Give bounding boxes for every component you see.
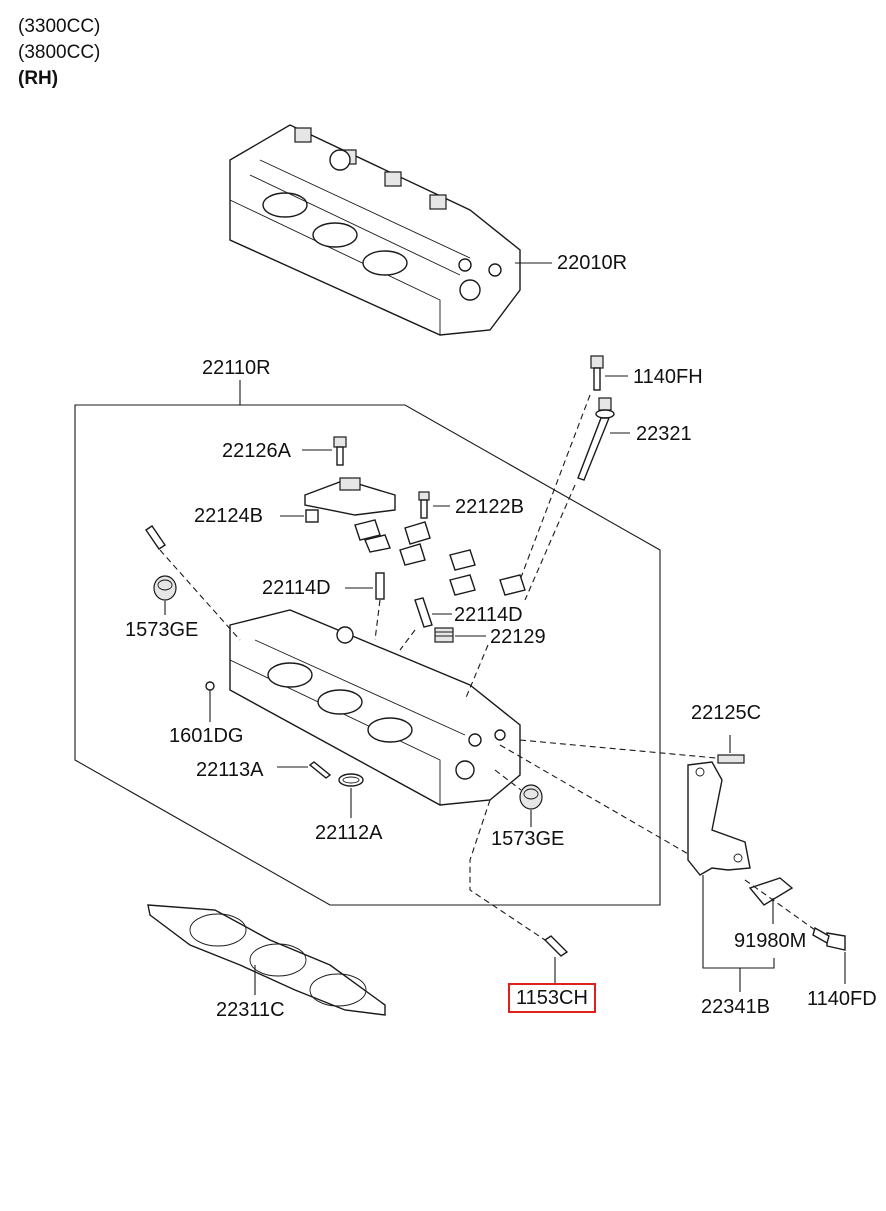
clip-91980m-drawing [748,877,794,906]
part-label-1573ge-right[interactable]: 1573GE [491,828,565,850]
cylinder-head-drawing [229,609,521,806]
valve-guide-a-drawing [375,572,385,600]
part-label-22124b[interactable]: 22124B [194,505,263,527]
stud-left-drawing [145,525,166,550]
engine-variant-3300cc: (3300CC) [18,16,101,37]
part-label-22122b[interactable]: 22122B [455,496,524,518]
cam-bracket-drawing [304,477,396,523]
part-label-22010r[interactable]: 22010R [557,252,628,274]
cam-caps-drawing [354,519,526,596]
ring-22112a-drawing [338,773,364,787]
part-label-22311c[interactable]: 22311C [216,999,285,1021]
bolt-22321-drawing [577,397,615,481]
cylinder-head-assembly-drawing [229,124,521,336]
pin-22113a-drawing [308,761,332,779]
part-label-1140fd[interactable]: 1140FD [807,988,877,1010]
engine-variant-3800cc: (3800CC) [18,42,101,63]
part-label-22321[interactable]: 22321 [636,423,692,445]
bolt-1140fh-drawing [590,355,604,391]
part-label-22129[interactable]: 22129 [490,626,546,648]
stud-1153ch-drawing [543,935,569,957]
part-label-22125c[interactable]: 22125C [691,702,762,724]
part-label-1601dg[interactable]: 1601DG [169,725,244,747]
stud-22125c-drawing [717,754,745,764]
part-label-1140fh[interactable]: 1140FH [633,366,703,388]
part-label-22126a[interactable]: 22126A [222,440,291,462]
part-label-22110r[interactable]: 22110R [202,357,271,379]
valve-guide-b-drawing [414,597,433,628]
part-label-91980m[interactable]: 91980M [734,930,807,952]
head-gasket-22311c-drawing [147,904,386,1016]
part-label-22113a[interactable]: 22113A [196,759,264,781]
part-label-22114d-lower[interactable]: 22114D [454,604,523,626]
bolt-22122b-drawing [418,491,430,519]
bracket-22341b-drawing [687,761,751,876]
plug-1573ge-right-drawing [519,784,543,810]
part-label-1573ge-left[interactable]: 1573GE [125,619,199,641]
spring-22129-drawing [434,627,454,643]
part-label-22114d-upper[interactable]: 22114D [262,577,331,599]
plug-1573ge-left-drawing [153,575,177,601]
part-label-22341b[interactable]: 22341B [701,996,770,1018]
bolt-22126a-drawing [333,436,347,466]
ball-1601dg-drawing [205,681,215,691]
side-indicator-rh: (RH) [18,68,59,89]
bolt-1140fd-drawing [812,926,846,951]
part-label-1153ch-highlighted[interactable]: 1153CH [508,983,596,1013]
part-label-22112a[interactable]: 22112A [315,822,383,844]
